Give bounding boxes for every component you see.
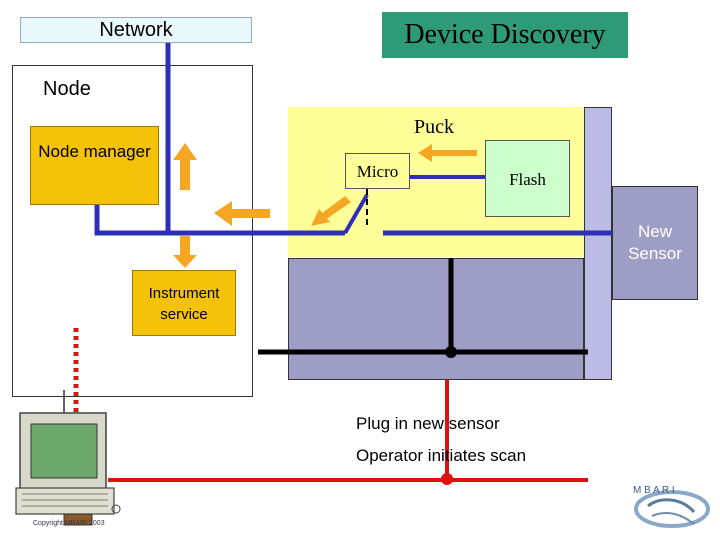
node-label: Node bbox=[43, 78, 91, 100]
step-operator-scan: Operator initiates scan bbox=[356, 446, 527, 465]
mbari-logo bbox=[634, 490, 710, 528]
node-manager-box: Node manager bbox=[30, 126, 159, 205]
micro-box: Micro bbox=[345, 153, 410, 189]
sensor-bus-node bbox=[445, 346, 457, 358]
step-plug-in: Plug in new sensor bbox=[356, 414, 500, 433]
network-line bbox=[94, 43, 171, 236]
flash-box: Flash bbox=[485, 140, 570, 217]
mbari-logo-text: M B A R I bbox=[633, 485, 675, 496]
instrument-service-box: Instrument service bbox=[132, 270, 236, 336]
puck-rail bbox=[584, 107, 612, 380]
logo-letters: M B A R I bbox=[633, 485, 675, 496]
operator-computer-icon bbox=[15, 390, 121, 526]
new-sensor-box: New Sensor bbox=[612, 186, 698, 300]
arrow-flash-to-micro bbox=[418, 144, 477, 162]
micro-switch-line bbox=[343, 193, 369, 235]
arrow-left bbox=[214, 201, 270, 226]
arrow-down bbox=[173, 236, 197, 268]
sensor-port-area bbox=[288, 258, 584, 380]
arrow-diagonal bbox=[311, 196, 351, 226]
operator-bus-node bbox=[441, 473, 453, 485]
puck-label: Puck bbox=[414, 116, 454, 138]
arrow-up bbox=[173, 143, 197, 190]
network-box: Network bbox=[20, 17, 252, 43]
page-title: Device Discovery bbox=[382, 12, 628, 58]
copyright-text: Copyright MBARI 2003 bbox=[33, 520, 105, 527]
